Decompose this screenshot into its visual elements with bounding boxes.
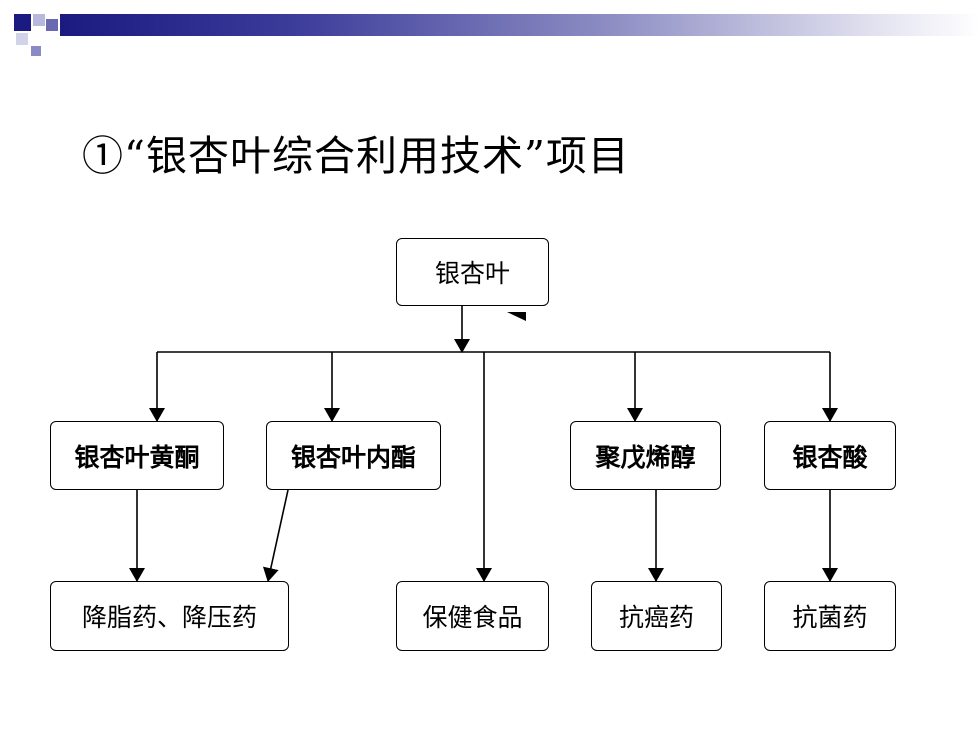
- slide-title: ①“银杏叶综合利用技术”项目: [82, 132, 630, 180]
- node-lipid-drugs: 降脂药、降压药: [50, 581, 289, 651]
- header-gradient-bar: [60, 14, 980, 36]
- node-acid: 银杏酸: [764, 421, 896, 490]
- node-root: 银杏叶: [396, 238, 549, 306]
- node-antibacterial: 抗菌药: [764, 581, 896, 651]
- header-square-mid: [46, 19, 58, 31]
- stray-triangle-mark: [507, 312, 526, 321]
- header-square-pale: [16, 33, 28, 45]
- node-flavone: 银杏叶黄酮: [50, 421, 224, 490]
- header-square-dark: [14, 14, 31, 31]
- header-square-light: [33, 14, 45, 26]
- node-anticancer: 抗癌药: [591, 581, 722, 651]
- header-square-small: [31, 46, 41, 56]
- edge-lactone-lipid: [262, 489, 289, 582]
- node-polyprenol: 聚戊烯醇: [570, 421, 721, 490]
- node-health-food: 保健食品: [396, 581, 549, 651]
- node-lactone: 银杏叶内酯: [266, 421, 441, 490]
